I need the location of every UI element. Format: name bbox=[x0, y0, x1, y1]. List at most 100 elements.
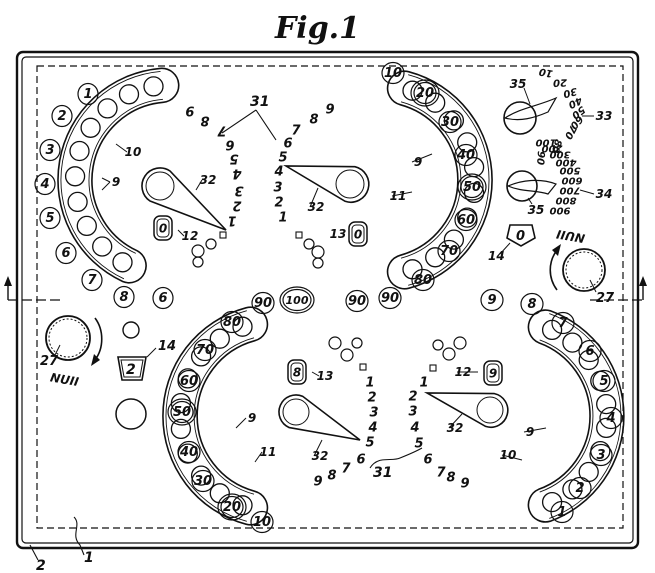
br-hole bbox=[596, 393, 617, 415]
tr-rim-number-extra: 90 bbox=[345, 289, 369, 313]
tr-rim-number: 90 bbox=[378, 286, 402, 310]
bl-ref-arc: 11 bbox=[260, 445, 277, 459]
bl-ref-holes-leader bbox=[235, 417, 247, 429]
br-ref-pointer: 32 bbox=[447, 421, 464, 435]
bl-scale-digit: 4 bbox=[367, 421, 377, 436]
br-rim-number: 3 bbox=[589, 443, 613, 467]
tr-rim-number-text: 70 bbox=[440, 244, 458, 259]
tr-ref-zero: 13 bbox=[330, 227, 347, 241]
tl-ref-pointer-leader bbox=[195, 179, 203, 191]
br-track bbox=[527, 309, 625, 523]
knob-label-left: 27 bbox=[40, 354, 59, 369]
ref-34: 34 bbox=[596, 187, 613, 201]
tr-zero-badge-text: 0 bbox=[354, 228, 362, 242]
tl-rim-number: 8 bbox=[113, 285, 135, 309]
scale-ref-top: 31 bbox=[221, 94, 277, 141]
section-arrow-right bbox=[590, 276, 647, 301]
loose-hole-left-small bbox=[122, 321, 140, 339]
bl-rim-number-ring bbox=[170, 400, 194, 424]
bl-pointer-hub bbox=[282, 398, 310, 426]
bl-rim-number-text: 50 bbox=[173, 405, 191, 420]
bl-rim-number: 30 bbox=[191, 469, 215, 493]
tens-scale-value: 80 bbox=[549, 138, 563, 154]
center-holes bbox=[191, 231, 467, 372]
bl-zero-badge: 8 bbox=[287, 359, 307, 385]
br-ref-arc: 10 bbox=[500, 448, 517, 462]
br-track-inner bbox=[539, 313, 622, 519]
tl-scale-digit: 4 bbox=[232, 166, 242, 181]
right-knob[interactable] bbox=[549, 244, 606, 292]
hundreds-scale-value: 700 bbox=[560, 185, 581, 196]
tr-scale-digit: 3 bbox=[273, 181, 282, 196]
br-rim-number-ring bbox=[520, 292, 544, 316]
br-hole bbox=[578, 461, 599, 483]
tl-hole bbox=[67, 191, 88, 213]
tl-hole bbox=[92, 236, 113, 257]
tl-hole bbox=[118, 84, 140, 105]
tr-rim-number: 80 bbox=[411, 268, 435, 292]
tl-rim-number-text: 1 bbox=[83, 87, 92, 102]
br-rim-number-text: 1 bbox=[557, 505, 566, 520]
tr-hole bbox=[443, 110, 465, 131]
bl-rim-number-text: 30 bbox=[194, 474, 212, 489]
hundreds-scale-value: 900 bbox=[550, 205, 571, 216]
bl-rim-number: 10 bbox=[250, 510, 274, 534]
hundreds-scale-value: 300 bbox=[550, 149, 571, 160]
tl-hole bbox=[97, 98, 118, 119]
tr-scale-digit: 7 bbox=[291, 124, 301, 139]
tr-zero-badge: 0 bbox=[348, 221, 368, 247]
br-hole bbox=[578, 349, 599, 371]
tr-pointer-hub bbox=[335, 169, 365, 199]
zero-selector-right[interactable] bbox=[506, 224, 536, 247]
tl-zero-badge-inner bbox=[156, 218, 170, 238]
dice-selector[interactable] bbox=[117, 356, 147, 381]
tl-rim-number-ring bbox=[152, 286, 174, 310]
bl-rim-number-text: 10 bbox=[253, 515, 271, 530]
ref-dial-bottom: 35 bbox=[528, 203, 545, 217]
bl-rim-number-outer-ring bbox=[279, 286, 315, 314]
ref-dial-bottom-leader bbox=[527, 197, 533, 205]
tr-scale-digit: 5 bbox=[278, 151, 287, 166]
tl-ref-arc: 10 bbox=[125, 145, 142, 159]
ref-label-1: 1 bbox=[84, 550, 94, 566]
tr-scale-digit: 8 bbox=[309, 113, 318, 128]
tr-scale-digit: 1 bbox=[278, 211, 287, 226]
br-rim-number-ring bbox=[550, 500, 574, 524]
tl-ref-holes-leader bbox=[101, 177, 111, 183]
bl-ref-pointer-leader bbox=[313, 439, 323, 457]
tr-rim-number-text: 60 bbox=[457, 213, 475, 228]
br-scale-digit: 5 bbox=[414, 437, 423, 452]
tr-pointer bbox=[283, 165, 370, 203]
hundreds-scale-value: 200 bbox=[542, 143, 563, 154]
tr-rim-number-ring bbox=[454, 143, 478, 167]
br-rim-number-ring bbox=[592, 369, 616, 393]
tr-rim-number-ring bbox=[454, 208, 478, 232]
hundreds-scale-value: 400 bbox=[556, 157, 578, 168]
br-rim-number-ring bbox=[551, 311, 575, 335]
br-pointer-hub bbox=[476, 396, 504, 424]
ref-33: 33 bbox=[596, 109, 613, 123]
bl-rim-number-ring bbox=[250, 510, 274, 534]
br-zero-badge-outer bbox=[483, 360, 503, 386]
tr-rim-number-text: 80 bbox=[414, 273, 432, 288]
bl-rim-number-ring bbox=[177, 440, 201, 464]
tr-rim-number-ring bbox=[378, 286, 402, 310]
tl-pointer bbox=[141, 167, 227, 231]
tr-rim-number-text: 20 bbox=[416, 86, 434, 101]
br-rim-number: 8 bbox=[520, 292, 544, 316]
tl-rim-number: 3 bbox=[39, 138, 61, 162]
tr-rim-number: 70 bbox=[437, 239, 461, 263]
br-scale-digit: 9 bbox=[460, 477, 469, 492]
bl-pointer bbox=[278, 394, 361, 441]
tl-rim-number-ring bbox=[39, 206, 61, 230]
br-scale-digit: 2 bbox=[408, 390, 417, 405]
section-arrow-left bbox=[4, 276, 60, 301]
hundreds-dial bbox=[506, 170, 538, 202]
tl-rim-number-ring bbox=[39, 138, 61, 162]
tl-scale-digit: 7 bbox=[217, 123, 227, 138]
left-knob[interactable] bbox=[45, 315, 103, 366]
